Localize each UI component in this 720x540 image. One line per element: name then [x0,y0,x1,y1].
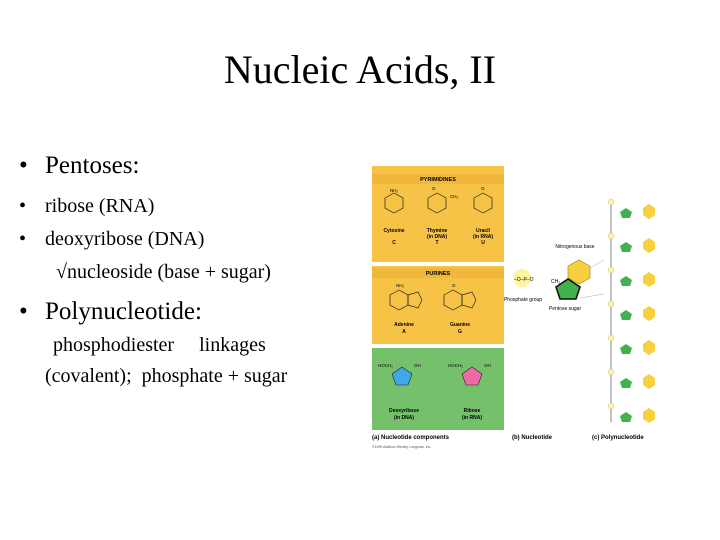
adenine-abbr: A [402,329,406,335]
subpoint-nucleoside: √nucleoside (base + sugar) [56,261,271,283]
svg-text:OH: OH [484,363,491,368]
slide-title: Nucleic Acids, II [223,47,497,92]
thymine-abbr: T [435,240,438,246]
bullet-marker: • [19,195,27,217]
svg-text:O: O [452,283,456,288]
nucleotide-figure: PYRIMIDINES NH₂ O CH₃ O Cytosine C Thymin… [372,166,655,449]
bullet-text: deoxyribose (DNA) [45,228,205,250]
pyrimidines-panel: PYRIMIDINES NH₂ O CH₃ O Cytosine C Thymin… [372,166,504,262]
deoxyribose-sub: (in DNA) [394,415,414,421]
caption-b: (b) Nucleotide [512,435,553,441]
bullet-polynucleotide: • Polynucleotide: [19,298,202,326]
bullet-marker: • [19,298,28,325]
ribose-sub: (in RNA) [462,415,482,421]
pyrimidines-header: PYRIMIDINES [420,177,456,183]
adenine-ring-5 [407,291,423,309]
ribose-ring [461,366,483,386]
bullet-marker: • [19,152,28,179]
uracil-sub: (in RNA) [473,234,493,240]
nitrogenous-base-hex [567,259,591,285]
bullet-pentoses: • Pentoses: [19,152,139,180]
bullet-text: Pentoses: [45,152,140,179]
cytosine-ring [384,192,404,214]
nucleotide-unit [607,368,655,389]
nucleotide-unit [607,334,655,355]
nucleotide-unit [607,266,655,287]
sugars-panel: HOCH₂ OH HOCH₂ OH Deoxyribose (in DNA) Ribo… [372,348,504,430]
phosphate-group [513,269,531,287]
polynucleotide-chain [607,198,655,423]
nucleotide-unit [607,198,655,219]
svg-text:HOCH₂: HOCH₂ [448,363,463,368]
thymine-sub: (in DNA) [427,234,447,240]
pentose-sugar-pentagon [555,278,581,300]
cytosine-abbr: C [392,240,396,246]
guanine-ring-5 [461,291,477,309]
svg-text:–O–P–O: –O–P–O [514,277,534,283]
ribose-label: Ribose [464,408,481,414]
ch2-label: CH₂ [551,279,560,285]
nucleotide-unit [607,232,655,253]
phosphate-group-label: Phosphate group [504,297,542,303]
adenine-label: Adenine [394,322,414,328]
guanine-label: Guanine [450,322,470,328]
svg-text:O: O [481,186,485,191]
bullet-deoxyribose: • deoxyribose (DNA) [19,228,204,251]
purines-panel: PURINES NH₂ O Adenine A Guanine G [372,266,504,344]
svg-text:CH₃: CH₃ [450,194,458,199]
nitrogenous-base-label: Nitrogenous base [555,244,594,250]
caption-a: (a) Nucleotide components [372,435,450,441]
deoxyribose-label: Deoxyribose [389,408,419,414]
svg-text:HOCH₂: HOCH₂ [378,363,393,368]
copyright-note: ©1999 Addison Wesley Longman, Inc. [372,445,431,449]
cytosine-label: Cytosine [383,228,404,234]
uracil-abbr: U [481,240,485,246]
nucleotide-unit [607,300,655,321]
nucleotide-unit [607,402,655,423]
purines-header: PURINES [426,271,451,277]
svg-text:OH: OH [414,363,421,368]
subpoint-phosphodiester: phosphodiester linkages [53,334,266,356]
bullet-marker: • [19,228,27,250]
svg-text:O: O [432,186,436,191]
uracil-label: Uracil [476,228,491,234]
pentose-sugar-label: Pentose sugar [549,306,582,312]
uracil-ring [473,192,493,214]
thymine-label: Thymine [427,228,448,234]
thymine-ring [427,192,447,214]
bullet-text: Polynucleotide: [45,298,202,325]
guanine-abbr: G [458,329,462,335]
bullet-text: ribose (RNA) [45,195,155,217]
bullet-ribose: • ribose (RNA) [19,195,154,218]
subpoint-covalent: (covalent); phosphate + sugar [45,365,288,387]
caption-c: (c) Polynucleotide [592,435,644,441]
nucleotide-diagram: –O–P–O CH₂ Nitrogenous base Phosphate gr… [504,244,605,312]
svg-text:NH₂: NH₂ [390,188,398,193]
deoxyribose-ring [391,366,413,386]
svg-text:NH₂: NH₂ [396,283,404,288]
